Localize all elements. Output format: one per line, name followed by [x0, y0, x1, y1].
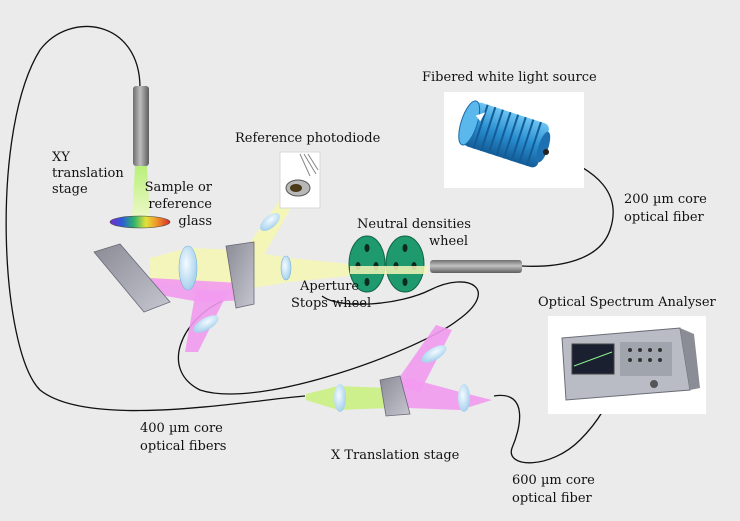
- label-neutral-densities-2: wheel: [429, 234, 469, 249]
- label-fiber-200-1: 200 µm core: [624, 192, 707, 207]
- label-fiber-400-1: 400 µm core: [140, 421, 223, 436]
- fiber-200: [521, 151, 614, 267]
- sample-glass-disc: [109, 215, 171, 229]
- label-fiber-200-2: optical fiber: [624, 210, 704, 225]
- label-xy-stage-3: stage: [52, 182, 88, 197]
- lens-aperture: [280, 255, 292, 281]
- label-reference-photodiode: Reference photodiode: [235, 131, 381, 146]
- label-neutral-densities-1: Neutral densities: [357, 217, 471, 232]
- lens-magenta-lower-up: [421, 345, 447, 363]
- xy-stage-fiber-rod: [133, 86, 149, 166]
- label-xy-stage-1: XY: [52, 150, 70, 165]
- lens-magenta-lower-right: [458, 384, 470, 412]
- osa-device: [548, 316, 706, 414]
- beam-through-wheels: [350, 266, 428, 274]
- fiber-600: [493, 387, 613, 464]
- label-x-stage: X Translation stage: [331, 448, 460, 463]
- label-aperture-1: Aperture: [300, 279, 360, 294]
- tilted-mirror: [93, 243, 171, 313]
- green-beam-bottom: [306, 386, 390, 410]
- label-fiber-400-2: optical fibers: [140, 439, 227, 454]
- label-osa: Optical Spectrum Analyser: [538, 295, 716, 310]
- lens-green-bottom: [334, 384, 346, 412]
- aperture-stops-wheel: [348, 235, 386, 293]
- source-fiber-rod: [430, 260, 522, 273]
- label-fiber-600-1: 600 µm core: [512, 473, 595, 488]
- reference-photodiode-device: [279, 151, 321, 209]
- fiber-400-loop-a: [5, 25, 306, 412]
- main-yellow-beam: [150, 248, 405, 290]
- white-light-source-device: [444, 92, 584, 188]
- lens-magenta-upper: [193, 315, 219, 333]
- lens-main: [178, 245, 198, 291]
- label-sample-3: glass: [178, 214, 212, 229]
- neutral-densities-wheel: [385, 235, 425, 293]
- sample-illumination-beam: [132, 166, 150, 218]
- lower-beam-splitter: [379, 375, 411, 417]
- label-sample-1: Sample or: [144, 180, 212, 195]
- beam-splitter-cube: [225, 241, 255, 309]
- label-aperture-2: Stops wheel: [291, 296, 372, 311]
- label-xy-stage-2: translation: [52, 166, 124, 181]
- lens-photodiode: [260, 213, 280, 231]
- label-white-light-source: Fibered white light source: [422, 70, 597, 85]
- label-fiber-600-2: optical fiber: [512, 491, 592, 506]
- label-sample-2: reference: [148, 197, 212, 212]
